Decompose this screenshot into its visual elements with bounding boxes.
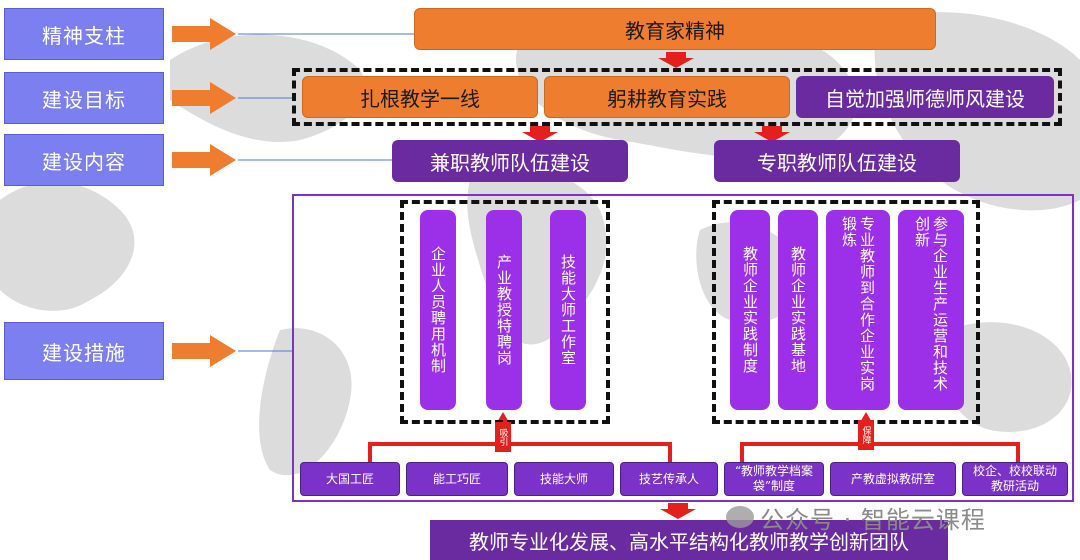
- goal-2: 躬耕教育实践: [544, 76, 790, 118]
- side-label-measures: 建设措施: [4, 322, 164, 380]
- watermark-text: 公众号 · 智能云课程: [760, 505, 986, 534]
- side-label-spirit: 精神支柱: [4, 8, 164, 60]
- watermark: 公众号 · 智能云课程: [726, 500, 1056, 534]
- support-2: 产教虚拟教研室: [830, 462, 956, 496]
- goal-3: 自觉加强师德师风建设: [796, 76, 1054, 118]
- top-banner: 教育家精神: [414, 8, 936, 50]
- parttime-measure-1: 企业人员聘用机制: [420, 210, 456, 410]
- wechat-icon: [726, 506, 754, 528]
- fulltime-measure-4: 参与企业生产运营和技术创新: [898, 210, 964, 410]
- fulltime-measure-3: 专业教师到合作企业实岗锻炼: [826, 210, 890, 410]
- source-3: 技能大师: [514, 462, 614, 496]
- source-4: 技艺传承人: [620, 462, 718, 496]
- team-parttime: 兼职教师队伍建设: [392, 140, 628, 182]
- arrow-goal-icon: [172, 82, 236, 114]
- arrow-down-1-icon: [658, 52, 694, 68]
- goals-frame: [292, 68, 1062, 126]
- arrow-down-4-icon: [660, 503, 696, 519]
- support-1: “教师教学档案袋”制度: [724, 462, 824, 496]
- parttime-measure-3: 技能大师工作室: [550, 210, 586, 410]
- support-3: 校企、校校联动教研活动: [962, 462, 1068, 496]
- fulltime-measure-1: 教师企业实践制度: [730, 210, 770, 410]
- badge-attract: 吸引: [495, 422, 511, 452]
- arrow-measures-icon: [172, 335, 236, 367]
- parttime-measure-2: 产业教授特聘岗: [486, 210, 522, 410]
- source-1: 大国工匠: [300, 462, 400, 496]
- fulltime-measure-2: 教师企业实践基地: [778, 210, 818, 410]
- side-label-content: 建设内容: [4, 134, 164, 186]
- arrow-spirit-icon: [172, 18, 236, 50]
- arrow-down-3-icon: [754, 126, 790, 142]
- arrow-content-icon: [172, 144, 236, 176]
- source-2: 能工巧匠: [406, 462, 508, 496]
- team-fulltime: 专职教师队伍建设: [714, 140, 960, 182]
- arrow-down-2-icon: [522, 126, 558, 142]
- bottom-banner: 教师专业化发展、高水平结构化教师教学创新团队: [430, 520, 948, 560]
- fulltime-measures-frame: [712, 200, 980, 424]
- goal-1: 扎根教学一线: [302, 76, 538, 118]
- badge-guarantee: 保障: [858, 420, 874, 450]
- measures-frame: [292, 194, 1074, 502]
- side-label-goal: 建设目标: [4, 72, 164, 124]
